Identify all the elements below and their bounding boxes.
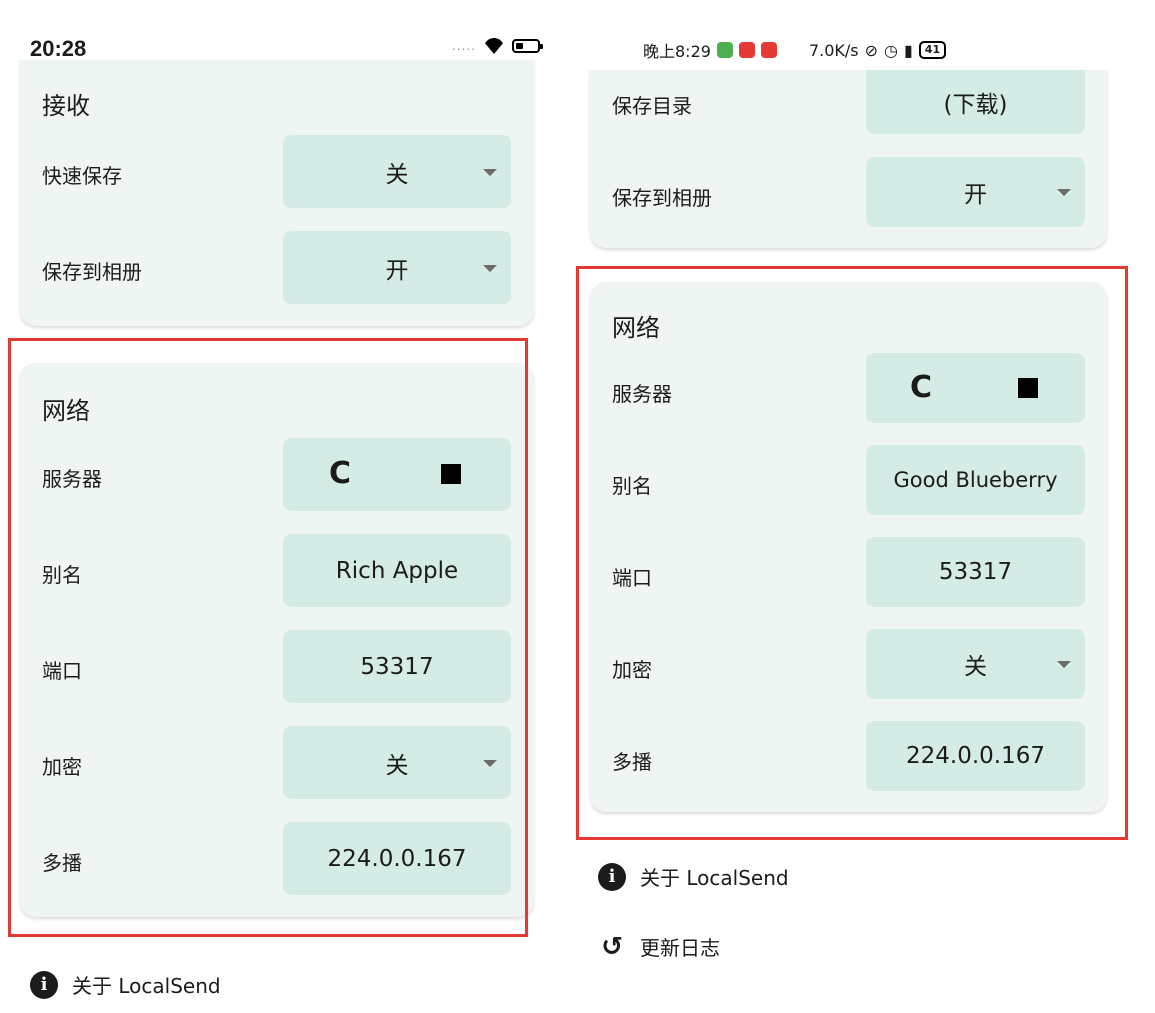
server-label: 服务器 [42, 467, 102, 491]
refresh-icon[interactable]: C [910, 370, 933, 405]
right-screenshot: 晚上8:29 7.0K/s ⊘ ◷ ▮ 41 保存目录 (下载) 保存到相册 开… [568, 0, 1155, 1013]
app-notification-icon [760, 42, 777, 58]
alias-field[interactable]: Rich Apple [283, 534, 511, 607]
status-bar: 晚上8:29 7.0K/s ⊘ ◷ ▮ 41 [643, 38, 947, 62]
multicast-value: 224.0.0.167 [906, 743, 1045, 769]
quick-save-value: 关 [385, 161, 409, 188]
stop-icon[interactable] [441, 464, 461, 484]
save-album-value: 开 [385, 257, 409, 284]
server-label: 服务器 [612, 382, 672, 406]
save-dir-label: 保存目录 [612, 94, 692, 118]
signal-dots-icon: ..... [451, 39, 476, 53]
chevron-down-icon [483, 264, 497, 272]
network-title: 网络 [42, 397, 90, 425]
highlight-box [576, 266, 1128, 840]
chevron-down-icon [1057, 661, 1071, 668]
encrypt-label: 加密 [612, 658, 652, 682]
app-notification-icon [738, 42, 755, 58]
info-icon: i [30, 970, 58, 999]
changelog-link-label: 更新日志 [640, 936, 720, 960]
multicast-label: 多播 [42, 851, 82, 875]
multicast-value: 224.0.0.167 [327, 845, 467, 872]
port-field[interactable]: 53317 [866, 537, 1085, 607]
port-label: 端口 [612, 566, 652, 590]
chevron-down-icon [1057, 189, 1071, 196]
multicast-field[interactable]: 224.0.0.167 [866, 721, 1085, 791]
multicast-label: 多播 [612, 750, 652, 774]
wifi-icon [484, 38, 504, 54]
about-link[interactable]: i 关于 LocalSend [598, 862, 789, 891]
quick-save-dropdown[interactable]: 关 [283, 135, 511, 208]
port-label: 端口 [42, 659, 82, 683]
mute-icon: ⊘ [864, 40, 879, 60]
status-time: 晚上8:29 [643, 42, 711, 61]
alias-label: 别名 [42, 563, 82, 587]
alias-label: 别名 [612, 474, 652, 498]
app-notification-icon [716, 42, 733, 58]
battery-icon: 41 [918, 41, 947, 59]
network-title: 网络 [612, 314, 660, 342]
chevron-down-icon [483, 168, 497, 176]
highlight-box [8, 338, 528, 937]
save-dir-field[interactable]: (下载) [866, 70, 1085, 134]
refresh-icon[interactable]: C [329, 456, 352, 491]
left-screenshot: 20:28 ..... 接收 快速保存 关 保存到相册 开 网络 服务器 C 别… [0, 0, 560, 1013]
encrypt-value: 关 [385, 752, 409, 779]
encrypt-dropdown[interactable]: 关 [283, 726, 511, 799]
about-link-label: 关于 LocalSend [72, 974, 221, 998]
save-album-label: 保存到相册 [612, 186, 712, 210]
changelog-link[interactable]: ↺ 更新日志 [598, 932, 720, 961]
port-value: 53317 [360, 653, 434, 680]
battery-icon [512, 39, 543, 53]
chevron-down-icon [483, 759, 497, 767]
network-card: 网络 服务器 C 别名 Good Blueberry 端口 53317 加密 关… [590, 282, 1107, 812]
save-album-dropdown[interactable]: 开 [283, 231, 511, 304]
history-icon: ↺ [601, 931, 623, 962]
signal-icon: ▮ [903, 40, 913, 60]
info-icon: i [598, 862, 626, 891]
save-album-label: 保存到相册 [42, 260, 142, 284]
alias-field[interactable]: Good Blueberry [866, 445, 1085, 515]
alias-value: Rich Apple [335, 557, 459, 584]
alarm-icon: ◷ [884, 40, 898, 60]
status-time: 20:28 [30, 36, 87, 61]
stop-icon[interactable] [1018, 378, 1038, 398]
save-album-dropdown[interactable]: 开 [866, 157, 1085, 227]
network-speed: 7.0K/s [808, 40, 859, 60]
status-icons: ..... [451, 38, 543, 54]
server-controls: C [283, 438, 511, 511]
save-dir-value: (下载) [943, 92, 1008, 118]
multicast-field[interactable]: 224.0.0.167 [283, 822, 511, 895]
encrypt-value: 关 [964, 654, 987, 680]
server-controls: C [866, 353, 1085, 423]
save-card: 保存目录 (下载) 保存到相册 开 [590, 70, 1107, 248]
receive-title: 接收 [42, 92, 90, 120]
receive-card: 接收 快速保存 关 保存到相册 开 [20, 60, 534, 326]
port-value: 53317 [938, 559, 1013, 585]
quick-save-label: 快速保存 [42, 164, 122, 188]
about-link-label: 关于 LocalSend [640, 866, 789, 890]
save-album-value: 开 [964, 182, 987, 208]
about-link[interactable]: i 关于 LocalSend [30, 970, 221, 999]
encrypt-dropdown[interactable]: 关 [866, 629, 1085, 699]
alias-value: Good Blueberry [893, 468, 1058, 492]
port-field[interactable]: 53317 [283, 630, 511, 703]
network-card: 网络 服务器 C 别名 Rich Apple 端口 53317 加密 关 多播 … [20, 363, 534, 917]
encrypt-label: 加密 [42, 755, 82, 779]
